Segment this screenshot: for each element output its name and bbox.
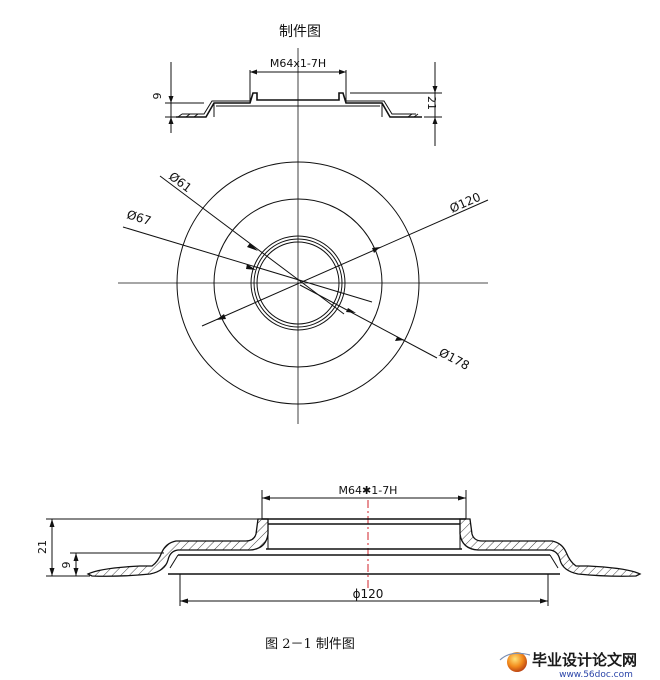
bottom-section-view: M64✱1-7H ϕ120 21 9 bbox=[36, 484, 642, 606]
top-dim-height: 21 bbox=[425, 96, 438, 110]
bottom-dia-label: ϕ120 bbox=[353, 587, 384, 601]
dia-67-label: Ø67 bbox=[125, 207, 153, 228]
drawing-title: 制件图 bbox=[279, 24, 321, 40]
dia-178-label: Ø178 bbox=[437, 345, 472, 373]
top-section-view: M64x1-7H 9 21 bbox=[151, 48, 442, 146]
plan-view: Ø61 Ø67 Ø120 Ø178 bbox=[118, 146, 489, 424]
watermark-logo-icon bbox=[507, 652, 527, 672]
bottom-dim-step: 9 bbox=[60, 562, 73, 569]
bottom-thread-label: M64✱1-7H bbox=[339, 484, 398, 497]
watermark-site-url: www.56doc.com bbox=[559, 670, 633, 680]
watermark-site-name: 毕业设计论文网 bbox=[532, 651, 637, 669]
bottom-dim-height: 21 bbox=[36, 540, 49, 554]
site-watermark: 毕业设计论文网 www.56doc.com bbox=[499, 651, 637, 680]
top-thread-label: M64x1-7H bbox=[270, 57, 326, 70]
dia-120-label: Ø120 bbox=[448, 190, 483, 216]
figure-caption: 图 2－1 制件图 bbox=[265, 637, 355, 652]
top-dim-step: 9 bbox=[151, 93, 164, 100]
